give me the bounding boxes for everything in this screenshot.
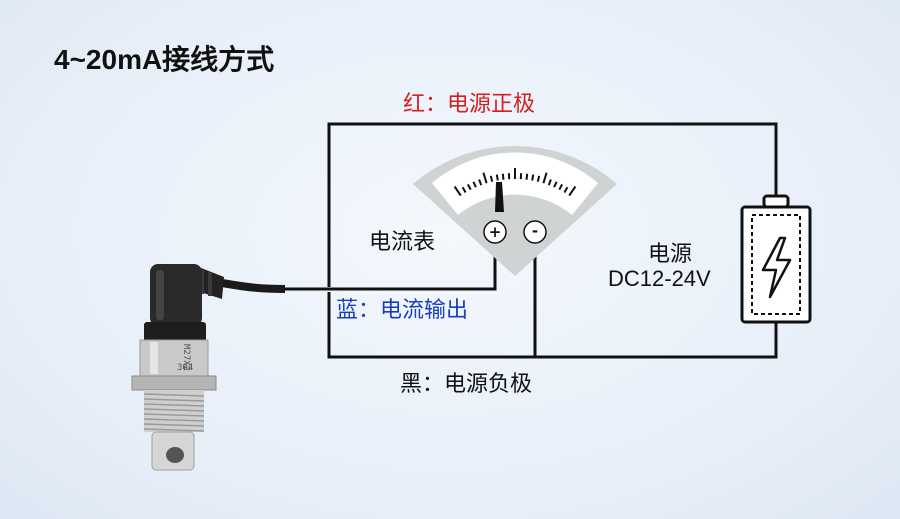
- sensor-probe-hole: [166, 447, 184, 463]
- connector-highlight: [156, 270, 164, 320]
- thread-line: [143, 393, 205, 397]
- meter-label: 电流表: [369, 229, 436, 254]
- meter-tick: [461, 186, 467, 193]
- ammeter: + -: [413, 146, 617, 276]
- meter-tick: [501, 173, 505, 180]
- meter-tick: [525, 173, 529, 180]
- meter-plus-label: +: [489, 223, 502, 241]
- meter-tick: [547, 179, 552, 186]
- sensor-cable: [221, 279, 286, 293]
- meter-tick: [568, 185, 577, 197]
- meter-tick: [478, 179, 483, 186]
- meter-tick: [489, 175, 494, 182]
- thread-line: [143, 398, 205, 402]
- battery-inner: [751, 214, 801, 315]
- meter-tick: [542, 172, 548, 184]
- power-voltage-label: DC12-24V: [608, 266, 711, 291]
- meter-tick: [472, 181, 477, 188]
- pressure-sensor: M27X2 304: [131, 264, 286, 471]
- sensor-marking-2: 304: [177, 363, 193, 373]
- meter-tick: [536, 175, 541, 182]
- meter-tick: [563, 186, 569, 193]
- thread-line: [143, 428, 205, 432]
- thread-line: [143, 418, 205, 422]
- meter-needle: [495, 182, 504, 212]
- lightning-bolt-icon: [761, 236, 792, 299]
- black-wire-label: 黑：电源负极: [400, 371, 533, 396]
- power-label: 电源: [648, 241, 693, 266]
- thread-line: [143, 408, 205, 412]
- red-wire-loop: [327, 122, 778, 287]
- sensor-hex-collar: [131, 375, 217, 391]
- thread-line: [143, 423, 205, 427]
- blue-wire-label: 蓝：电流输出: [336, 297, 469, 322]
- battery-icon: [740, 194, 812, 324]
- connector-rib: [208, 272, 212, 296]
- battery-body: [740, 205, 812, 324]
- meter-minus-label: -: [532, 222, 538, 240]
- meter-minus-terminal[interactable]: [523, 220, 547, 244]
- black-wire-loop: [327, 292, 778, 359]
- meter-tick: [531, 174, 535, 181]
- sensor-thread-lines: [143, 393, 205, 432]
- thread-line: [143, 413, 205, 417]
- red-wire-label: 红：电源正极: [403, 91, 536, 116]
- thread-line: [143, 403, 205, 407]
- meter-tick: [558, 183, 563, 191]
- battery-cap: [762, 194, 790, 209]
- meter-tick: [482, 172, 488, 184]
- meter-tick: [495, 174, 499, 181]
- sensor-body-shine: [150, 342, 158, 374]
- meter-tick: [467, 183, 472, 191]
- meter-tick: [453, 185, 462, 197]
- sensor-marking-1: M27X2: [181, 344, 191, 371]
- connector-nut: [144, 322, 206, 342]
- meter-ticks: [453, 168, 577, 197]
- meter-tick: [553, 181, 558, 188]
- meter-scale-area: [432, 152, 598, 215]
- page-title: 4~20mA接线方式: [54, 44, 275, 75]
- meter-plus-terminal[interactable]: [483, 220, 507, 244]
